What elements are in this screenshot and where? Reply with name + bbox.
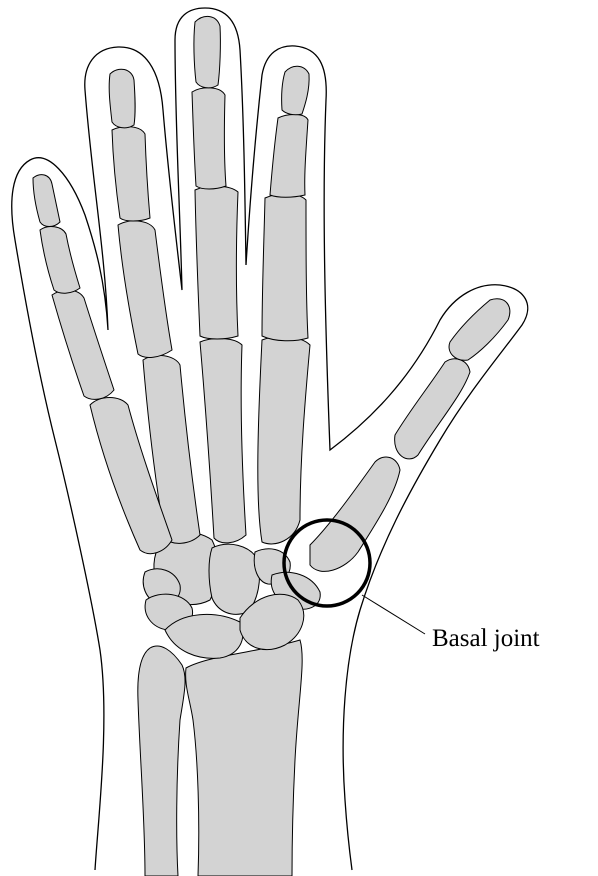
index-distal-phalanx (282, 66, 310, 115)
middle-finger-bones (192, 16, 246, 543)
middle-proximal-phalanx (195, 186, 238, 339)
index-metacarpal (258, 337, 310, 544)
index-proximal-phalanx (262, 194, 308, 341)
little-middle-phalanx (40, 227, 80, 294)
middle-metacarpal (200, 338, 246, 542)
middle-distal-phalanx (194, 16, 220, 87)
middle-middle-phalanx (192, 88, 226, 189)
carpal-capitate (209, 544, 260, 614)
little-distal-phalanx (33, 175, 60, 227)
callout-leader-line (362, 595, 425, 634)
ring-middle-phalanx (112, 127, 150, 221)
carpal-bones (143, 532, 320, 658)
radius-bone (186, 640, 303, 876)
little-proximal-phalanx (52, 290, 114, 399)
index-finger-bones (258, 66, 310, 544)
index-middle-phalanx (270, 114, 308, 197)
thumb-metacarpal (310, 457, 400, 571)
thumb-proximal-phalanx (395, 359, 470, 459)
thumb-distal-phalanx (449, 299, 510, 360)
ring-proximal-phalanx (118, 221, 172, 358)
carpal-lunate (165, 614, 243, 658)
ulna-bone (138, 646, 185, 876)
thumb-bones (310, 299, 510, 572)
ring-distal-phalanx (109, 69, 135, 128)
callout-label: Basal joint (432, 625, 540, 652)
